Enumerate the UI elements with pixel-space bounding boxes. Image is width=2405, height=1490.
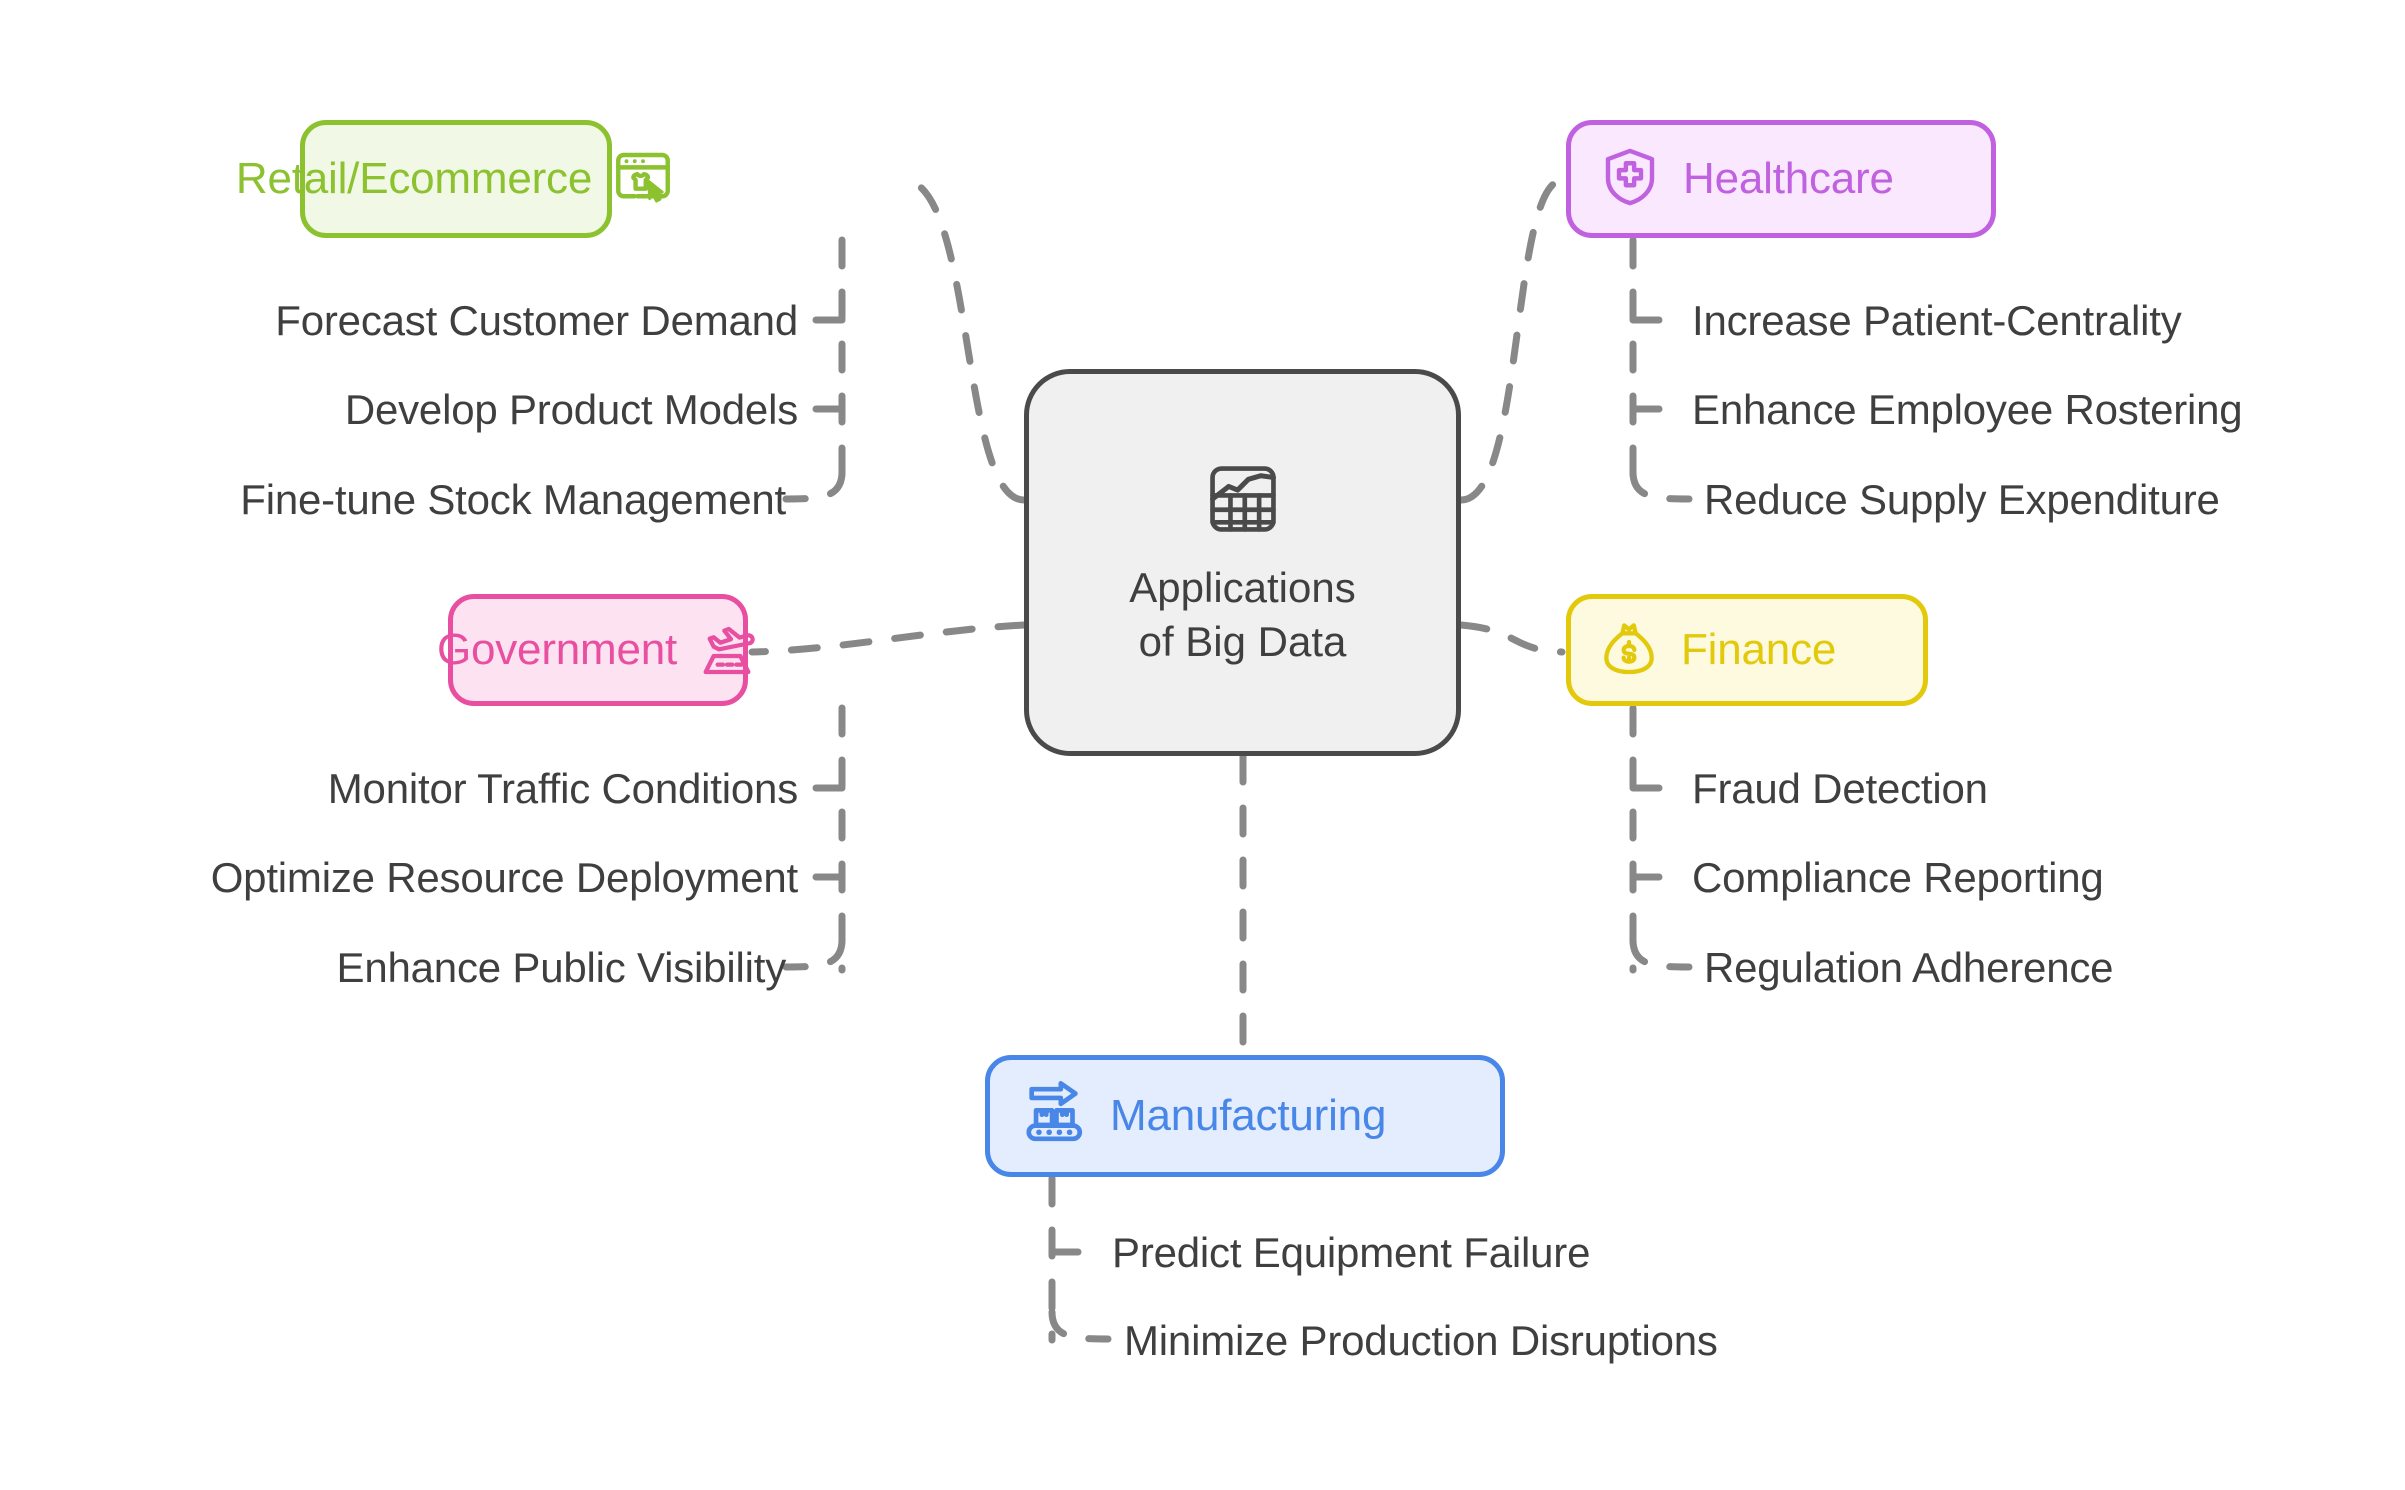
- leaf-manufacturing-1: Minimize Production Disruptions: [1124, 1317, 1718, 1364]
- shield-medical-cross-icon: [1597, 144, 1663, 215]
- data-chart-grid-icon: [1200, 456, 1286, 547]
- branch-label-retail: Retail/Ecommerce: [235, 154, 593, 203]
- leaf-finance-1: Compliance Reporting: [1692, 854, 2104, 901]
- branch-label-healthcare: Healthcare: [1683, 154, 1894, 203]
- conveyor-belt-arrow-icon: [1020, 1079, 1090, 1154]
- edge-center-finance: [1457, 621, 1566, 656]
- leaf-manufacturing-0: Predict Equipment Failure: [1112, 1229, 1591, 1276]
- online-shopping-browser-cursor-icon: [610, 144, 676, 215]
- leaf-healthcare-0: Increase Patient-Centrality: [1692, 297, 2182, 344]
- leaf-finance-2: Regulation Adherence: [1704, 944, 2114, 991]
- branch-node-healthcare[interactable]: Healthcare: [1566, 120, 1996, 238]
- edge-retail-leaf-2: [782, 468, 846, 503]
- branch-label-finance: Finance: [1681, 625, 1837, 674]
- money-bag-dollar-icon: [1597, 616, 1661, 685]
- branch-label-manufacturing: Manufacturing: [1110, 1091, 1387, 1140]
- leaf-healthcare-2: Reduce Supply Expenditure: [1704, 476, 2220, 523]
- leaf-retail-0: Forecast Customer Demand: [275, 297, 798, 344]
- center-node-label: Applications of Big Data: [1078, 561, 1408, 669]
- center-node[interactable]: Applications of Big Data: [1024, 369, 1461, 756]
- leaf-healthcare-1: Enhance Employee Rostering: [1692, 386, 2243, 433]
- branch-label-government: Government: [436, 625, 678, 674]
- leaf-government-2: Enhance Public Visibility: [336, 944, 787, 991]
- leaf-finance-0: Fraud Detection: [1692, 765, 1988, 812]
- leaf-retail-2: Fine-tune Stock Management: [240, 476, 786, 523]
- edge-center-retail: [901, 176, 1028, 504]
- branch-node-manufacturing[interactable]: Manufacturing: [985, 1055, 1505, 1177]
- edge-gov-leaf-2: [782, 936, 846, 971]
- edge-center-government: [748, 621, 1028, 656]
- branch-node-finance[interactable]: Finance: [1566, 594, 1928, 706]
- edge-manu-leaf-1: [1048, 1308, 1112, 1343]
- center-label-line-2: of Big Data: [1138, 618, 1347, 665]
- edge-health-leaf-2: [1629, 468, 1693, 503]
- edge-finance-leaf-2: [1629, 936, 1693, 971]
- airplane-takeoff-runway-icon: [695, 616, 759, 685]
- center-label-line-1: Applications: [1129, 564, 1356, 612]
- leaf-government-0: Monitor Traffic Conditions: [327, 765, 798, 812]
- leaf-retail-1: Develop Product Models: [344, 386, 798, 433]
- leaf-government-1: Optimize Resource Deployment: [210, 854, 799, 901]
- branch-node-government[interactable]: Government: [437, 594, 755, 706]
- edge-center-healthcare: [1457, 176, 1566, 504]
- branch-node-retail[interactable]: Retail/Ecommerce: [236, 120, 671, 238]
